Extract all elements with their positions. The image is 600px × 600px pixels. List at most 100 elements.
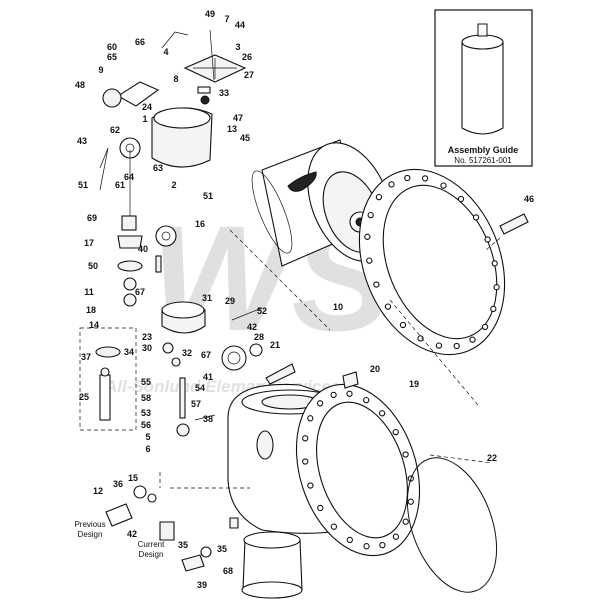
callout-c67b: 67: [201, 350, 211, 360]
callout-c63: 63: [153, 163, 163, 173]
callout-c34: 34: [124, 347, 134, 357]
bolt-hole: [407, 498, 414, 505]
callout-c4: 4: [163, 47, 168, 57]
bolt-hole: [440, 182, 447, 189]
bolt-hole: [316, 400, 324, 407]
bolt-hole: [378, 410, 386, 417]
flange-bolt-holes: [364, 174, 500, 350]
callout-c35b: 35: [217, 544, 227, 554]
bolt-hole: [379, 541, 386, 549]
previous-design-line1: Previous: [74, 520, 105, 529]
bolt-hole: [317, 504, 324, 512]
callout-c39: 39: [197, 580, 207, 590]
bolt-hole: [457, 195, 465, 203]
bolt-hole: [384, 303, 392, 310]
callout-c51a: 51: [78, 180, 88, 190]
callout-c26: 26: [242, 52, 252, 62]
callout-c6: 6: [145, 444, 150, 454]
flange-cover: [358, 168, 529, 356]
callout-c38: 38: [203, 414, 213, 424]
callout-c45: 45: [240, 133, 250, 143]
bolt-hole: [307, 415, 314, 422]
bolt-hole: [346, 536, 353, 544]
bolt-hole: [388, 181, 395, 188]
bolt-hole: [491, 260, 498, 267]
bolt-hole: [435, 342, 443, 349]
callout-c27: 27: [244, 70, 254, 80]
callout-c47: 47: [233, 113, 243, 123]
callout-c28: 28: [254, 332, 264, 342]
bolt-hole: [469, 336, 476, 343]
callout-c36: 36: [113, 479, 123, 489]
bolt-hole: [307, 482, 314, 489]
bolt-hole: [417, 335, 424, 342]
bolt-hole: [399, 321, 407, 329]
callout-c42b: 42: [127, 529, 137, 539]
callout-c8: 8: [173, 74, 178, 84]
callout-c30: 30: [142, 343, 152, 353]
callout-c14: 14: [89, 320, 99, 330]
bolt-hole: [490, 305, 497, 313]
bolt-hole: [421, 175, 429, 182]
callout-c31: 31: [202, 293, 212, 303]
previous-design-line2: Design: [78, 530, 103, 539]
bolt-hole: [402, 451, 409, 458]
callout-c17: 17: [84, 238, 94, 248]
callout-c7: 7: [224, 14, 229, 24]
callout-c10: 10: [333, 302, 343, 312]
bolt-hole: [402, 518, 409, 525]
bolt-hole: [363, 396, 370, 404]
assembly-guide-title: Assembly Guide: [448, 145, 519, 155]
callout-c62: 62: [110, 125, 120, 135]
callout-c41: 41: [203, 372, 213, 382]
callout-c44: 44: [235, 20, 245, 30]
callout-c69: 69: [87, 213, 97, 223]
current-design-line2: Design: [139, 550, 164, 559]
bolt-hole: [392, 428, 399, 436]
callout-c2: 2: [171, 180, 176, 190]
center-small-parts: [162, 307, 296, 437]
callout-c25: 25: [79, 392, 89, 402]
intermediate-gears: [117, 215, 206, 334]
bolt-hole: [363, 543, 370, 550]
callout-c11: 11: [84, 287, 94, 297]
callout-c13: 13: [227, 124, 237, 134]
callout-c43: 43: [77, 136, 87, 146]
callout-c42a: 42: [247, 322, 257, 332]
callout-c16: 16: [195, 219, 205, 229]
callout-c52: 52: [257, 306, 267, 316]
callout-c21: 21: [270, 340, 280, 350]
callout-c20: 20: [370, 364, 380, 374]
callout-c22: 22: [487, 453, 497, 463]
bolt-hole: [392, 533, 400, 540]
callout-c67a: 67: [135, 287, 145, 297]
callout-c1: 1: [142, 114, 147, 124]
lower-left-parts: [105, 485, 239, 572]
callout-c15: 15: [128, 473, 138, 483]
assembly-guide-box: Assembly Guide No. 517261-001: [434, 9, 533, 167]
bolt-hole: [346, 390, 353, 397]
callout-c65: 65: [107, 52, 117, 62]
bolt-hole: [364, 233, 371, 240]
callout-c9: 9: [98, 65, 103, 75]
detail-box: [79, 327, 137, 431]
callout-c50: 50: [88, 261, 98, 271]
callout-c53: 53: [141, 408, 151, 418]
bolt-hole: [453, 342, 460, 350]
callout-c64: 64: [124, 172, 134, 182]
callout-c35a: 35: [178, 540, 188, 550]
callout-c3: 3: [235, 42, 240, 52]
callout-c24: 24: [142, 102, 152, 112]
bolt-hole: [330, 523, 338, 530]
callout-c57: 57: [191, 399, 201, 409]
bolt-hole: [373, 281, 380, 288]
design-notes: Previous Design Current Design: [74, 520, 165, 559]
bolt-hole: [493, 284, 500, 291]
bolt-hole: [375, 193, 383, 201]
bolt-hole: [484, 236, 491, 243]
bolt-hole: [481, 323, 489, 331]
callout-c56: 56: [141, 420, 151, 430]
callout-c51b: 51: [203, 191, 213, 201]
